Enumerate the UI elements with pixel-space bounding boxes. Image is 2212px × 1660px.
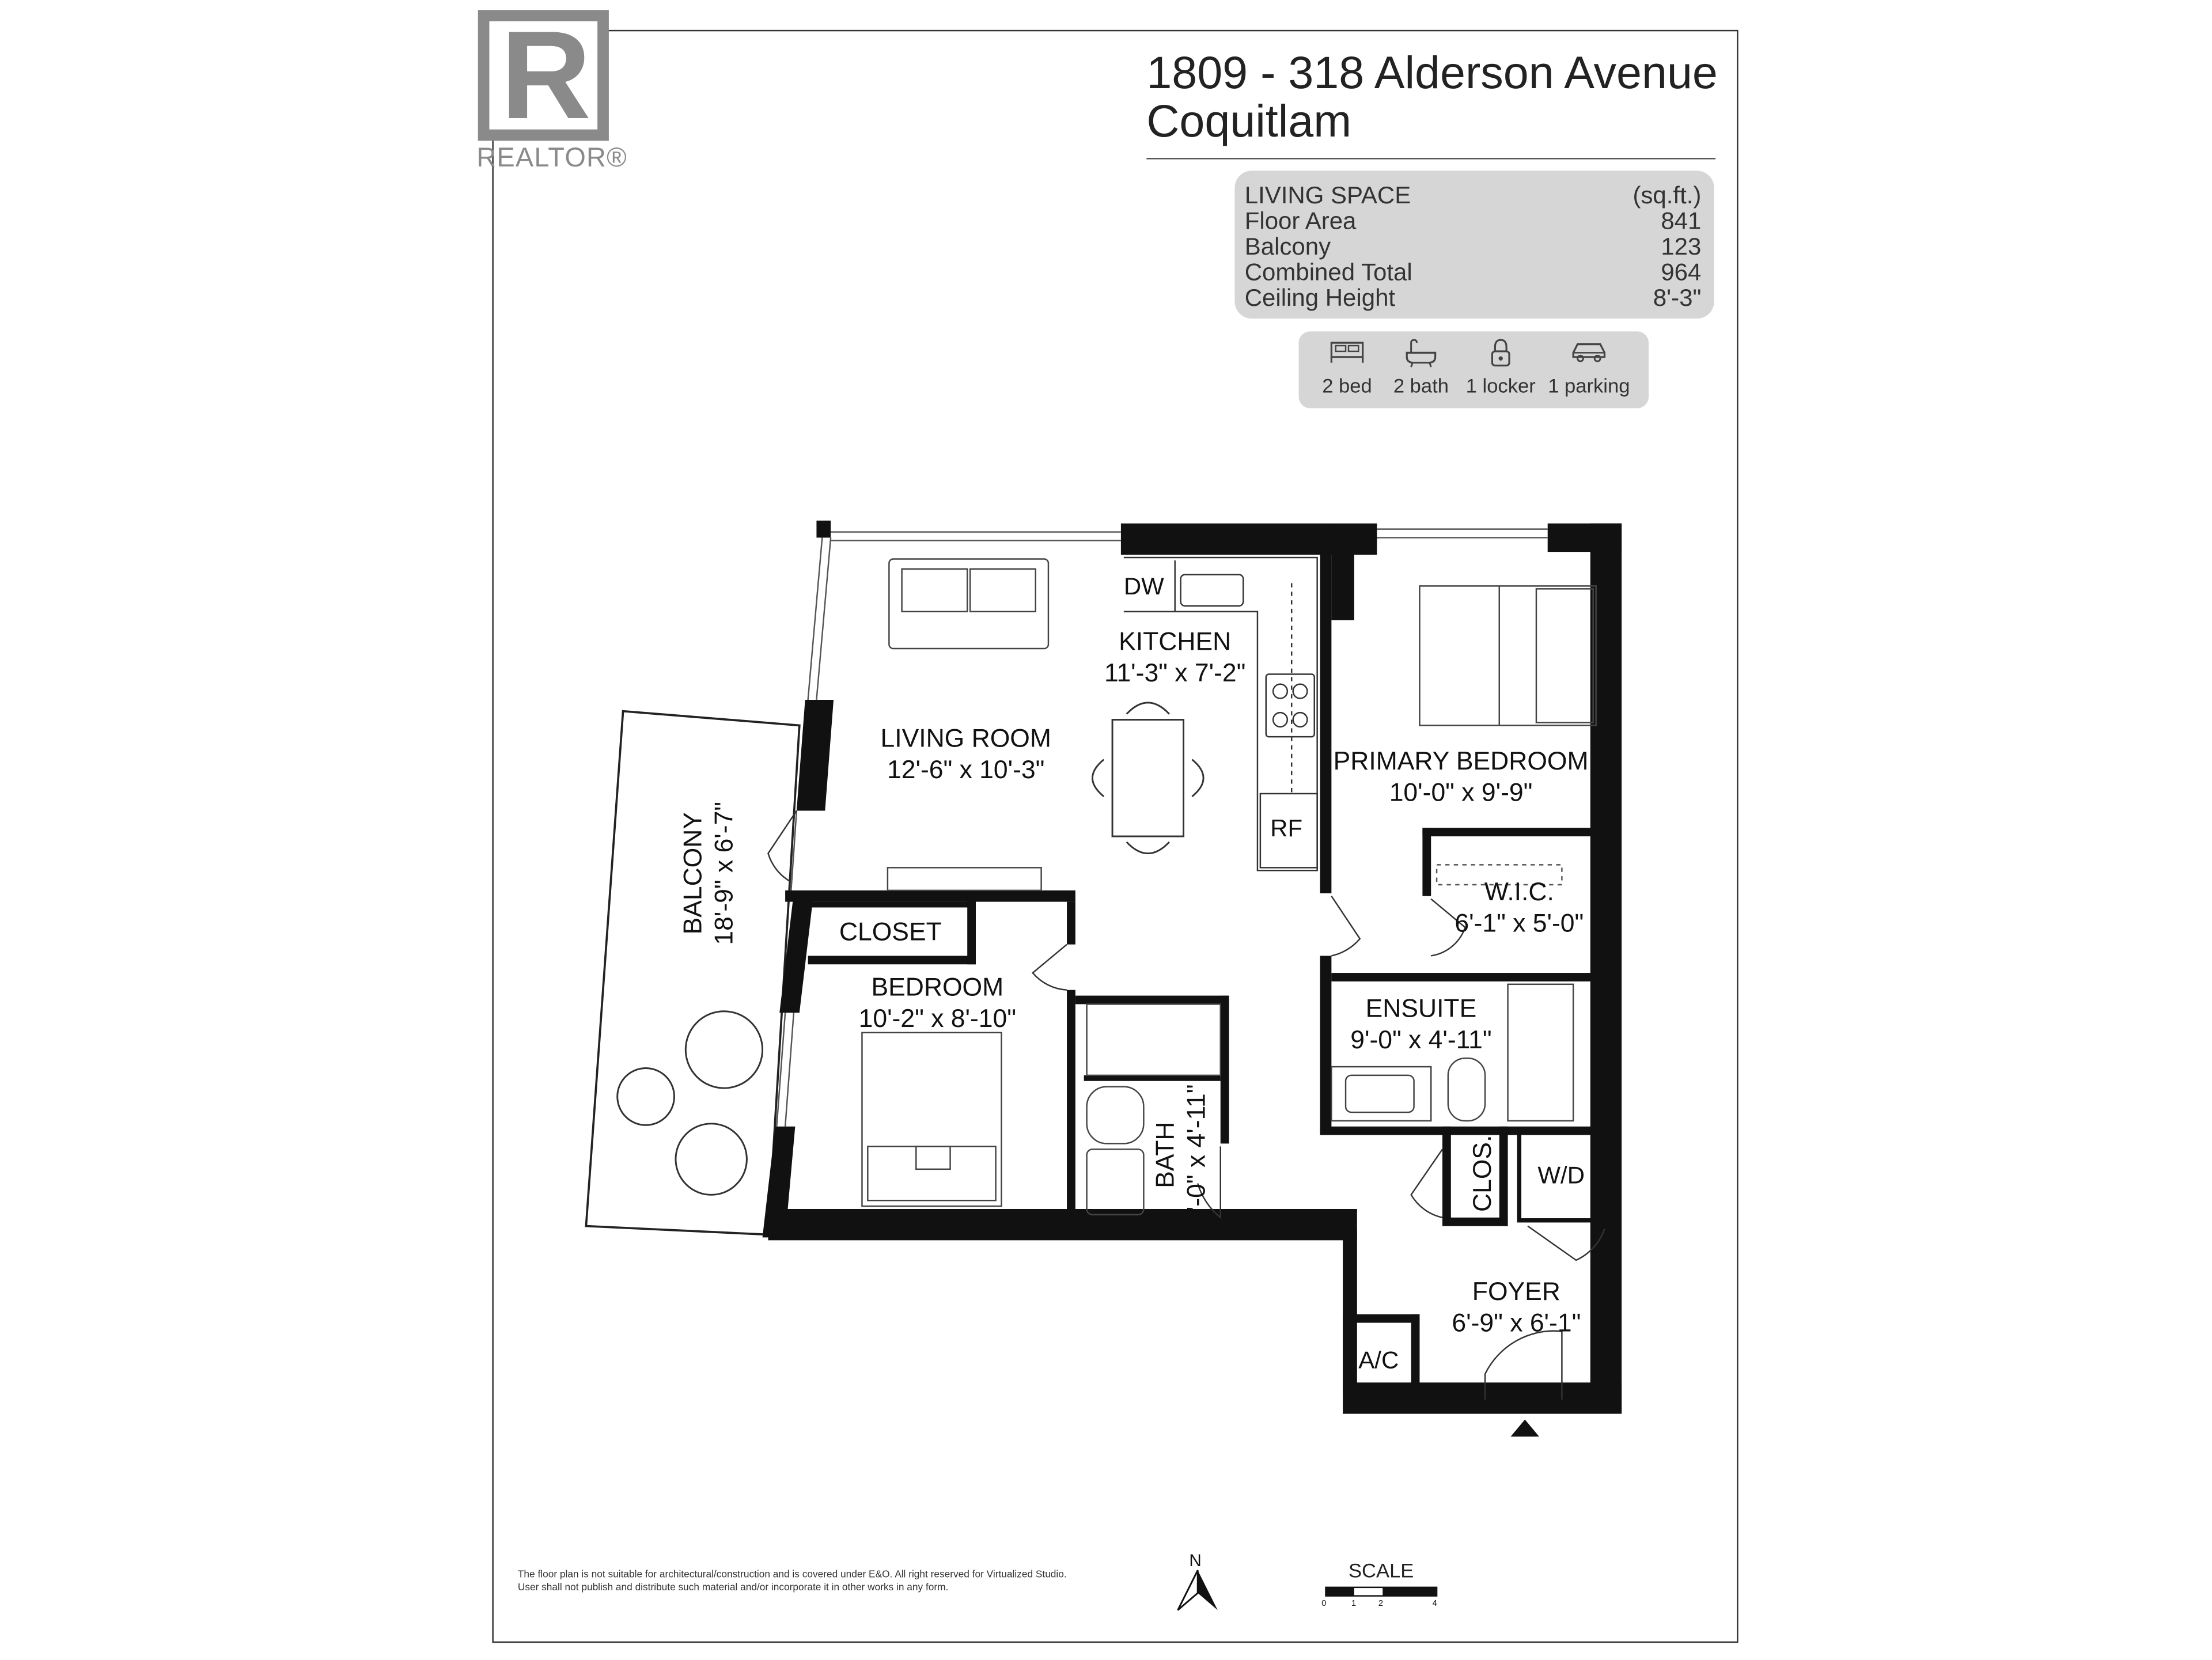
room-name: FOYER — [1472, 1277, 1560, 1306]
room-name: LIVING ROOM — [880, 723, 1051, 753]
room-living: LIVING ROOM 12'-6" x 10'-3" — [873, 722, 1058, 785]
scale-tick: 2 — [1378, 1600, 1384, 1609]
feature-parking: 1 parking — [1543, 337, 1634, 397]
room-kitchen: KITCHEN 11'-3" x 7'-2" — [1104, 626, 1246, 689]
interior-walls — [785, 526, 1610, 1394]
room-dims: 18'-9" x 6'-7" — [710, 801, 738, 945]
feature-label: 1 parking — [1548, 374, 1630, 397]
living-space-header: LIVING SPACE (sq.ft.) — [1244, 182, 1702, 210]
ensuite-fixtures — [1331, 983, 1574, 1122]
top-window — [831, 528, 1548, 541]
room-dims: 6'-1" x 5'-0" — [1455, 908, 1584, 938]
feature-bath: 2 bath — [1387, 337, 1456, 397]
logo-text: REALTOR® — [476, 143, 628, 174]
bedroom-bed — [861, 1032, 1002, 1207]
compass-label: N — [1189, 1550, 1202, 1571]
room-foyer: FOYER 6'-9" x 6'-1" — [1445, 1276, 1588, 1339]
room-dims: 10'-0" x 9'-9" — [1389, 778, 1533, 807]
stat-row: Floor Area 841 — [1245, 209, 1702, 234]
feature-label: 2 bed — [1322, 374, 1372, 397]
dishwasher-label: DW — [1123, 573, 1164, 601]
address: 1809 - 318 Alderson Avenue Coquitlam — [1146, 48, 1718, 145]
room-ensuite: ENSUITE 9'-0" x 4'-11" — [1346, 993, 1497, 1056]
room-dims: 6'-9" x 6'-1" — [1452, 1308, 1581, 1337]
feature-bed: 2 bed — [1313, 337, 1381, 397]
realtor-logo: R — [478, 10, 609, 141]
primary-bed — [1419, 585, 1597, 726]
disclaimer: The floor plan is not suitable for archi… — [517, 1570, 1067, 1593]
address-divider — [1146, 158, 1716, 160]
bed-icon — [1330, 342, 1364, 363]
balcony-furniture — [616, 1010, 764, 1196]
feature-icons: 2 bed 2 bath 1 locker — [1298, 331, 1649, 408]
room-balcony: BALCONY 18'-9" x 6'-7" — [677, 785, 740, 961]
room-closet: CLOSET — [839, 917, 942, 946]
room-name: W.I.C. — [1484, 877, 1554, 907]
room-name: KITCHEN — [1119, 627, 1232, 656]
left-window — [776, 537, 832, 1127]
room-name: BEDROOM — [871, 973, 1004, 1002]
stat-label: Balcony — [1244, 233, 1331, 260]
room-wic: W.I.C. 6'-1" x 5'-0" — [1448, 876, 1590, 939]
feature-label: 2 bath — [1393, 374, 1449, 397]
room-name: BALCONY — [678, 812, 707, 935]
living-space-table: LIVING SPACE (sq.ft.) Floor Area 841 Bal… — [1234, 170, 1714, 319]
stat-label: Floor Area — [1244, 207, 1357, 235]
living-space-header-label: LIVING SPACE — [1244, 182, 1411, 210]
room-bedroom: BEDROOM 10'-2" x 8'-10" — [854, 972, 1021, 1034]
stat-value: 964 — [1661, 259, 1702, 286]
living-space-header-unit: (sq.ft.) — [1633, 182, 1702, 210]
scale-tick: 4 — [1432, 1600, 1437, 1609]
scale-tick: 1 — [1351, 1600, 1357, 1609]
wic-shelf — [1435, 864, 1563, 886]
room-name: BATH — [1150, 1121, 1180, 1188]
room-dims: 10'-2" x 8'-10" — [858, 1004, 1017, 1033]
ac-label: A/C — [1358, 1347, 1399, 1374]
stat-row: Balcony 123 — [1245, 234, 1702, 260]
stat-value: 123 — [1661, 233, 1702, 260]
room-dims: 12'-6" x 10'-3" — [887, 755, 1045, 784]
logo-letter: R — [501, 4, 592, 145]
doors — [767, 810, 1605, 1400]
bath-icon — [1406, 339, 1437, 367]
sheet-border — [492, 29, 1738, 1643]
address-line2: Coquitlam — [1146, 95, 1352, 147]
room-dims: 11'-3" x 7'-2" — [1104, 658, 1246, 687]
scale-tick: 0 — [1321, 1600, 1327, 1609]
stat-label: Combined Total — [1244, 259, 1412, 286]
room-name: ENSUITE — [1365, 994, 1477, 1023]
room-dims: 8'-0" x 4'-11" — [1182, 1084, 1211, 1226]
sofa — [888, 558, 1050, 650]
entrance-marker — [1510, 1419, 1539, 1437]
room-bath: BATH 8'-0" x 4'-11" — [1149, 1081, 1212, 1229]
scale-label: SCALE — [1348, 1559, 1414, 1582]
feature-locker: 1 locker — [1461, 337, 1540, 397]
room-dims: 9'-0" x 4'-11" — [1350, 1025, 1492, 1054]
room-name: PRIMARY BEDROOM — [1333, 746, 1589, 775]
stat-row: Combined Total 964 — [1245, 260, 1702, 286]
stat-value: 841 — [1661, 207, 1702, 235]
kitchen-counter — [1123, 556, 1318, 871]
address-line1: 1809 - 318 Alderson Avenue — [1146, 47, 1718, 98]
feature-label: 1 locker — [1465, 374, 1536, 397]
fridge-label: RF — [1270, 814, 1303, 842]
tv-console — [887, 867, 1042, 892]
bath-fixtures — [1086, 1003, 1221, 1216]
stat-label: Ceiling Height — [1244, 284, 1396, 312]
stat-value: 8'-3" — [1653, 284, 1702, 312]
room-clos: CLOS. — [1468, 1135, 1497, 1212]
scale-bar — [1325, 1586, 1438, 1597]
car-icon — [1572, 343, 1606, 362]
room-primary-bedroom: PRIMARY BEDROOM 10'-0" x 9'-9" — [1331, 745, 1590, 808]
compass-icon — [1177, 1570, 1218, 1611]
lock-icon — [1491, 339, 1510, 367]
washer-dryer-label: W/D — [1537, 1162, 1585, 1189]
dining-table — [1092, 702, 1205, 855]
stat-row: Ceiling Height 8'-3" — [1244, 284, 1702, 312]
